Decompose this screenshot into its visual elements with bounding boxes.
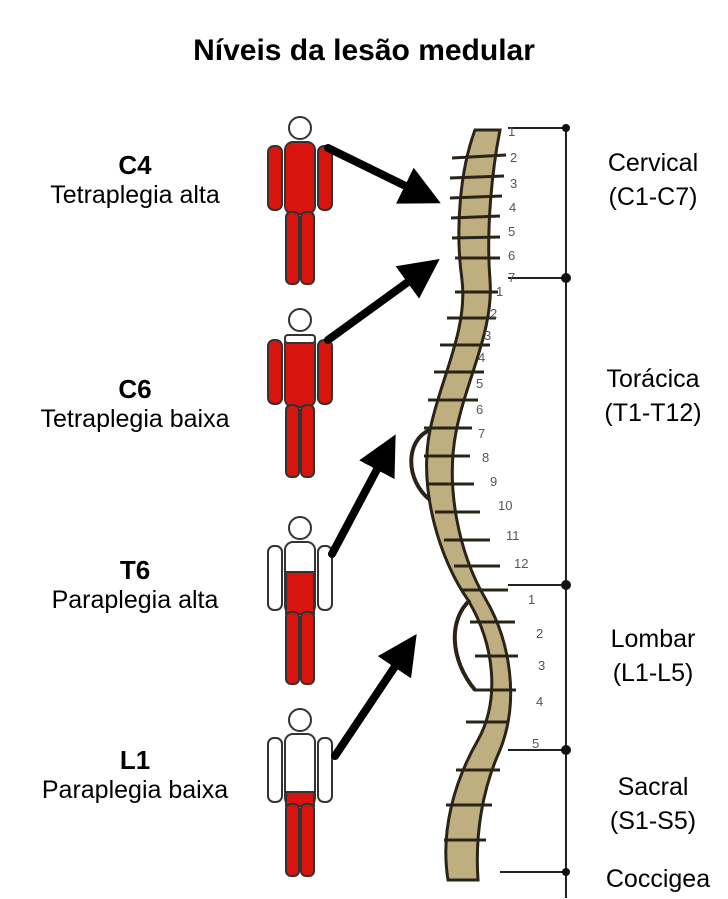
vertebra-number: 2 [536,626,543,641]
vertebra-number: 8 [482,450,489,465]
vertebra-number: 4 [509,200,516,215]
vertebra-number: 3 [484,328,491,343]
region-bracket [500,128,566,898]
vertebra-number: 12 [514,556,528,571]
body-figure-c6 [268,309,332,477]
vertebra-number: 11 [506,528,520,543]
vertebra-number: 7 [478,426,485,441]
vertebra-number: 6 [508,248,515,263]
body-figure-c4 [268,117,332,284]
vertebra-number: 1 [496,284,503,299]
vertebra-number: 9 [490,474,497,489]
vertebra-number: 2 [510,150,517,165]
body-figure-l1 [268,709,332,876]
vertebra-number: 10 [498,498,512,513]
vertebra-number: 5 [508,224,515,239]
arrow-c6 [328,266,430,340]
vertebra-number: 5 [532,736,539,751]
vertebra-number: 1 [528,592,535,607]
vertebra-number: 7 [508,270,515,285]
vertebra-number: 2 [490,306,497,321]
vertebra-number: 4 [478,350,485,365]
arrow-c4 [328,148,430,198]
arrow-t6 [332,445,390,554]
arrow-l1 [335,644,410,756]
vertebra-number: 3 [510,176,517,191]
vertebra-number: 6 [476,402,483,417]
body-figure-t6 [268,517,332,684]
vertebra-number: 1 [508,124,515,139]
vertebra-number: 3 [538,658,545,673]
vertebra-number: 5 [476,376,483,391]
vertebra-number: 4 [536,694,543,709]
